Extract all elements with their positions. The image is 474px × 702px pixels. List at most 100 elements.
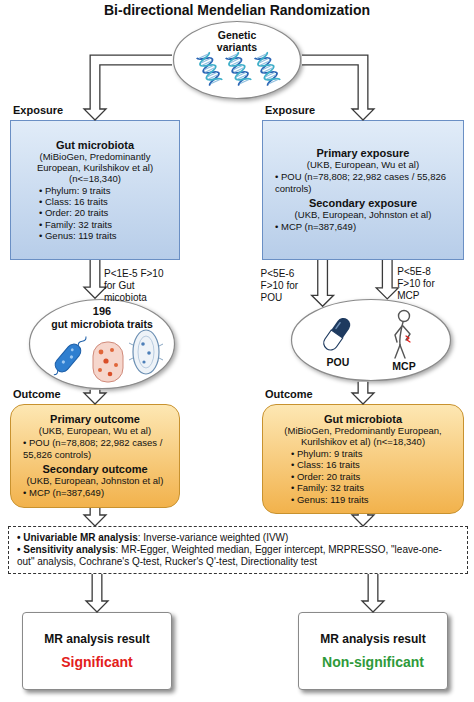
block-arrow — [376, 260, 398, 299]
back-pain-person-illustration — [400, 345, 405, 358]
node-text: MCP — [382, 360, 426, 372]
block-arrow — [86, 574, 108, 612]
node-text: Outcome — [13, 388, 61, 400]
node-text: • Order: 20 traits — [17, 207, 173, 218]
ellipse-node: POU MCP — [290, 298, 452, 382]
node-text: Secondary exposure — [269, 197, 457, 210]
node-text: MR analysis result — [320, 632, 425, 646]
bacteria-illustration — [159, 358, 163, 360]
back-pain-person-illustration — [400, 322, 403, 345]
result-box: MR analysis resultSignificant — [22, 612, 172, 690]
bacteria-illustration — [108, 372, 113, 377]
arrow-shaft-outline — [95, 60, 172, 109]
edge-label: P<5E-6 F>10 for POU — [261, 268, 315, 304]
text-wrap: 196gut microbiota traits — [47, 305, 157, 330]
block-arrow — [84, 508, 106, 526]
bacteria-illustration — [54, 370, 59, 376]
ellipse-outline — [30, 300, 175, 389]
node-text: : Inverse-variance weighted (IVW) — [138, 532, 289, 543]
bacteria-illustration — [69, 355, 74, 360]
bacteria-illustration — [93, 342, 123, 382]
node-text: • Family: 32 traits — [269, 482, 457, 493]
node-text: Primary outcome — [17, 413, 173, 426]
arrow-shaft-fill — [91, 390, 99, 395]
data-box: OutcomePrimary outcome(UKB, European, Wu… — [10, 404, 180, 508]
node-text: Secondary outcome — [17, 463, 173, 476]
bacteria-illustration — [48, 332, 91, 379]
arrow-shaft-fill — [359, 514, 367, 517]
node-text: • Sensitivity analysis — [17, 544, 116, 555]
arrow-head — [352, 515, 374, 526]
node-text: (UKB, European, Wu et al) — [269, 160, 457, 171]
result-box: MR analysis resultNon-significant — [298, 612, 448, 690]
data-box: OutcomeGut microbiota(MiBioGen, Predomin… — [262, 404, 464, 514]
bacteria-illustration — [70, 348, 74, 352]
node-text: • POU (n=78,808; 22,982 cases / 55,826 c… — [17, 437, 173, 460]
arrow-shaft-fill — [383, 260, 391, 290]
dna-illustration — [197, 52, 280, 85]
block-arrow — [84, 390, 106, 404]
block-arrow — [84, 260, 106, 298]
bacteria-illustration — [77, 336, 87, 347]
text-wrap: Genetic variants — [202, 29, 272, 53]
block-arrow — [84, 60, 172, 120]
bacteria-illustration — [98, 368, 102, 372]
node-text: Genetic variants — [202, 29, 272, 53]
node-text: • Genus: 119 traits — [17, 230, 173, 241]
node-text: POU — [316, 356, 360, 368]
bacteria-illustration — [138, 336, 154, 368]
node-text: • MCP (n=387,649) — [269, 221, 457, 232]
bacteria-illustration — [129, 343, 133, 345]
back-pain-person-illustration — [403, 326, 410, 340]
node-text: • MCP (n=387,649) — [17, 487, 173, 498]
bacteria-illustration — [52, 341, 83, 375]
ellipse-outline — [292, 300, 451, 381]
node-text: 196 — [47, 305, 157, 318]
node-text: Exposure — [13, 104, 63, 116]
bacteria-illustration — [114, 363, 118, 367]
node-text: • Genus: 119 traits — [269, 494, 457, 505]
back-pain-person-illustration — [395, 311, 410, 359]
bacteria-illustration — [147, 351, 151, 355]
block-arrow — [302, 60, 374, 120]
node-text: (MiBioGen, Predominantly European, Kuril… — [17, 152, 173, 185]
bacteria-illustration — [142, 360, 145, 363]
node-text: • Class: 16 traits — [269, 459, 457, 470]
text-line: • Sensitivity analysis: MR-Egger, Weight… — [17, 544, 459, 568]
node-text: Outcome — [265, 388, 313, 400]
bacteria-illustration — [133, 330, 159, 374]
node-text: Exposure — [265, 104, 315, 116]
diagram-title: Bi-directional Mendelian Randomization — [0, 2, 474, 18]
node-text: MR analysis result — [44, 632, 149, 646]
node-text: Gut microbiota — [269, 413, 457, 426]
node-text: • Order: 20 traits — [269, 471, 457, 482]
pill-illustration — [336, 323, 340, 329]
node-text: • Phylum: 9 traits — [269, 448, 457, 459]
bacteria-illustration — [129, 343, 163, 360]
node-text: Primary exposure — [269, 147, 457, 160]
node-text: (MiBioGen, Predominantly European, Kuril… — [269, 426, 457, 448]
bacteria-illustration — [110, 348, 114, 352]
node-text: (UKB, European, Johnston et al) — [17, 476, 173, 487]
ellipse-node: 196gut microbiota traits — [28, 298, 176, 390]
arrow-shaft-fill — [318, 260, 326, 297]
node-text: Significant — [61, 654, 133, 670]
ellipse-node: Genetic variants — [172, 20, 302, 100]
bacteria-illustration — [141, 342, 145, 346]
bacteria-illustration — [159, 344, 163, 346]
node-text: • Family: 32 traits — [17, 219, 173, 230]
bacteria-illustration — [48, 330, 163, 382]
edge-label: P<1E-5 F>10 for Gut micobiota — [104, 268, 176, 304]
data-box: ExposureGut microbiota(MiBioGen, Predomi… — [10, 120, 180, 260]
block-arrow — [362, 574, 384, 612]
arrow-shaft-fill — [359, 382, 367, 395]
node-text: • Univariable MR analysis — [17, 532, 138, 543]
node-text: (UKB, European, Johnston et al) — [269, 210, 457, 221]
node-text: Gut microbiota — [17, 139, 173, 152]
back-pain-person-illustration — [395, 345, 400, 358]
method-box: • Univariable MR analysis: Inverse-varia… — [8, 526, 468, 574]
block-arrow — [312, 260, 334, 306]
node-text: (UKB, European, Wu et al) — [17, 426, 173, 437]
